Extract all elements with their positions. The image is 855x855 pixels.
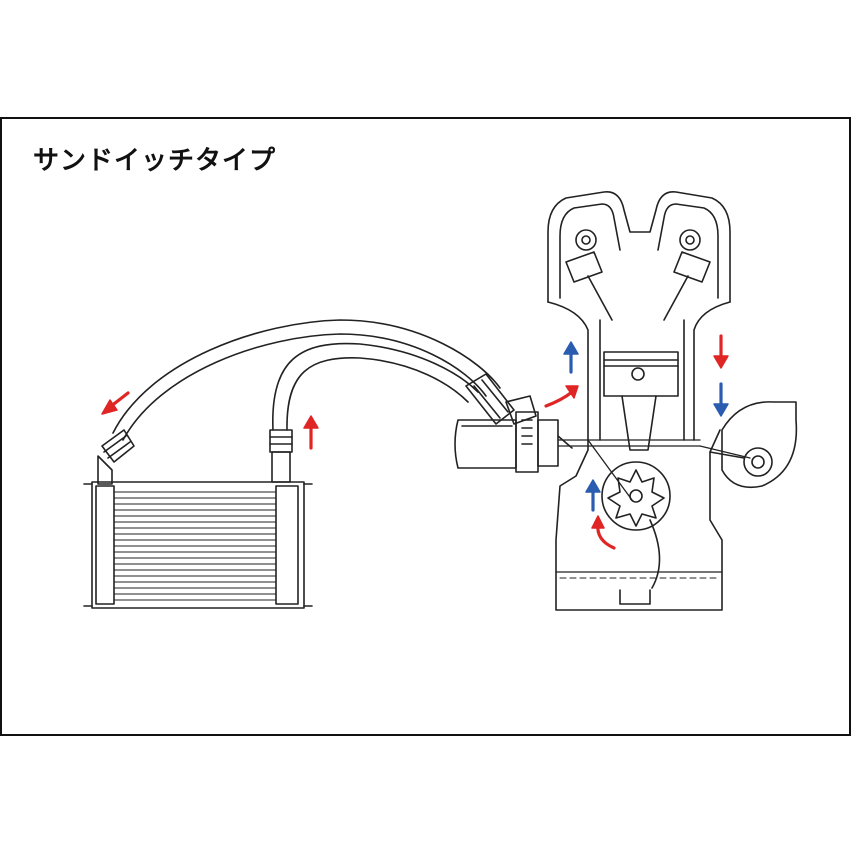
blue-arrow-down-right xyxy=(713,382,729,417)
flow-arrows xyxy=(101,334,729,550)
engine xyxy=(547,191,731,611)
hose-fitting-cooler-left xyxy=(97,429,135,485)
red-arrow-into-block xyxy=(544,385,579,408)
oil-hose-feed xyxy=(272,342,479,431)
hose-fitting-cooler-right xyxy=(269,429,293,483)
oil-cooler-frame xyxy=(91,481,305,609)
diagram-title: サンドイッチタイプ xyxy=(33,146,277,176)
oil-cooler-right-tank xyxy=(275,485,299,605)
red-arrow-pump xyxy=(591,515,616,550)
turbocharger xyxy=(709,401,798,489)
blue-arrow-up-pump xyxy=(585,479,601,512)
oil-gallery xyxy=(557,439,751,501)
red-arrow-down-right xyxy=(713,334,729,369)
red-arrow-to-cooler xyxy=(101,391,130,415)
oil-hose-return xyxy=(112,319,501,441)
camshaft-left xyxy=(565,229,613,321)
oil-cooler xyxy=(83,481,313,609)
blue-arrow-up-left xyxy=(563,341,579,374)
oil-filter xyxy=(454,419,517,469)
red-arrow-from-cooler xyxy=(303,415,319,450)
camshaft-right xyxy=(663,229,711,321)
hose-fitting-block xyxy=(465,373,537,425)
oil-cooler-left-tank xyxy=(95,485,115,605)
oil-pump xyxy=(601,461,671,589)
piston xyxy=(603,351,679,451)
diagram-frame xyxy=(0,117,851,736)
oil-cooler-fins xyxy=(113,491,277,601)
